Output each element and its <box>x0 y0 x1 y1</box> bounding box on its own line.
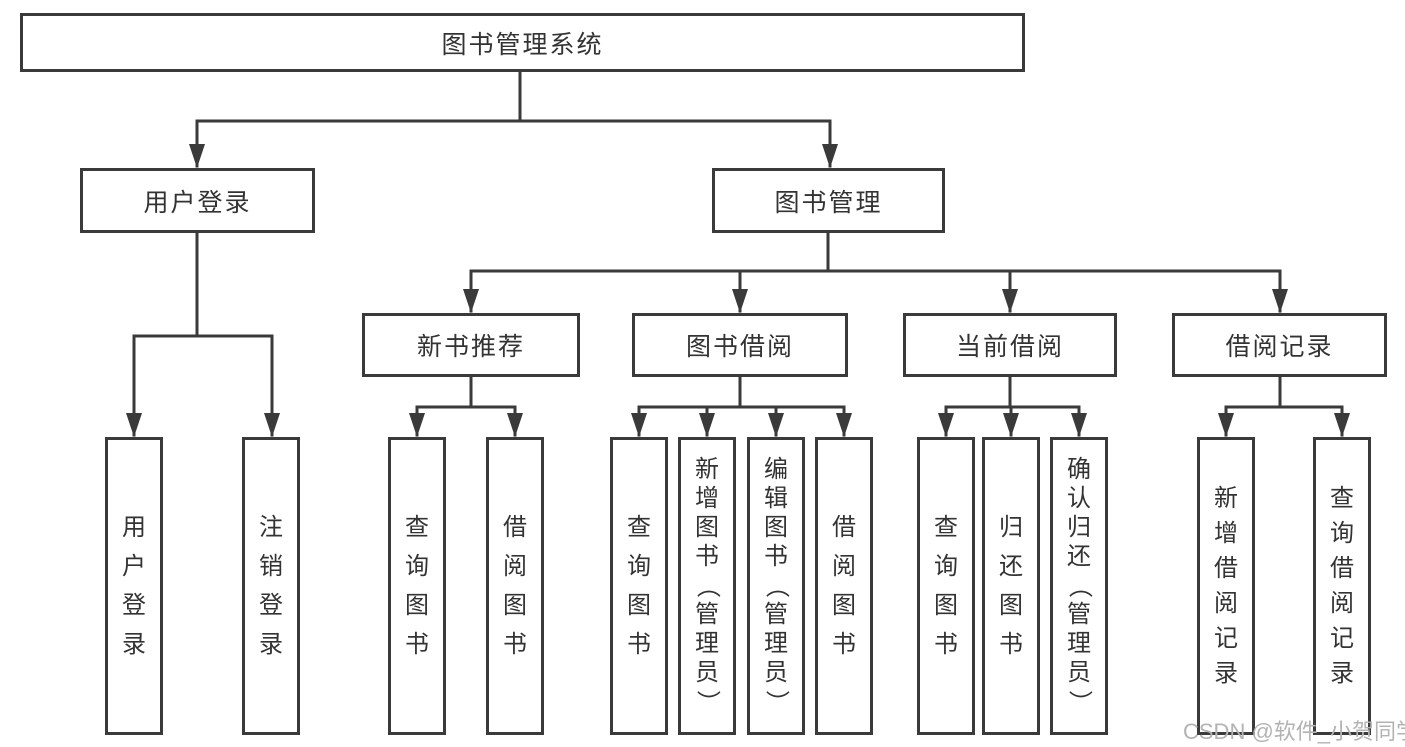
leaf-edit-books-admin: 编辑图书（管理员） <box>747 437 805 735</box>
node-user-login: 用户登录 <box>80 168 315 233</box>
connector-new-book-children <box>409 373 523 437</box>
node-book-management-label: 图书管理 <box>774 188 883 217</box>
leaf-borrow-books-borrowing: 借阅图书 <box>815 437 873 735</box>
node-root-label: 图书管理系统 <box>441 30 604 59</box>
node-borrowing-records: 借阅记录 <box>1172 313 1387 377</box>
leaf-query-books-borrowing: 查询图书 <box>610 437 668 735</box>
leaf-user-login: 用户登录 <box>105 437 163 735</box>
leaf-return-books: 归还图书 <box>982 437 1040 735</box>
leaf-query-books-recommend: 查询图书 <box>388 437 446 735</box>
node-new-book-recommend-label: 新书推荐 <box>416 333 525 361</box>
leaf-confirm-return-admin: 确认归还（管理员） <box>1050 437 1108 735</box>
leaf-query-books-current: 查询图书 <box>917 437 975 735</box>
connector-borrow-records-children <box>1218 373 1350 437</box>
connector-user-login-children <box>126 229 280 437</box>
connector-book-mgmt-children <box>463 229 1288 313</box>
leaf-add-books-admin: 新增图书（管理员） <box>678 437 736 735</box>
connector-root-to-level2 <box>189 68 838 168</box>
leaf-add-borrow-record: 新增借阅记录 <box>1197 437 1255 735</box>
node-book-management: 图书管理 <box>712 168 945 233</box>
leaf-logout: 注销登录 <box>242 437 300 735</box>
connector-current-borrow-children <box>938 373 1087 437</box>
node-book-borrowing-label: 图书借阅 <box>685 333 794 361</box>
node-new-book-recommend: 新书推荐 <box>362 313 580 377</box>
node-book-borrowing: 图书借阅 <box>632 313 848 377</box>
leaf-query-borrow-record: 查询借阅记录 <box>1313 437 1371 735</box>
node-user-login-label: 用户登录 <box>143 188 252 217</box>
node-current-borrowing: 当前借阅 <box>903 313 1117 377</box>
connector-book-borrow-children <box>631 373 852 437</box>
node-root-library-system: 图书管理系统 <box>20 13 1025 72</box>
leaf-borrow-books-recommend: 借阅图书 <box>486 437 544 735</box>
node-borrowing-records-label: 借阅记录 <box>1225 333 1334 361</box>
csdn-watermark: CSDN @软件_小贺同学 <box>1183 719 1405 744</box>
node-current-borrowing-label: 当前借阅 <box>955 333 1064 361</box>
